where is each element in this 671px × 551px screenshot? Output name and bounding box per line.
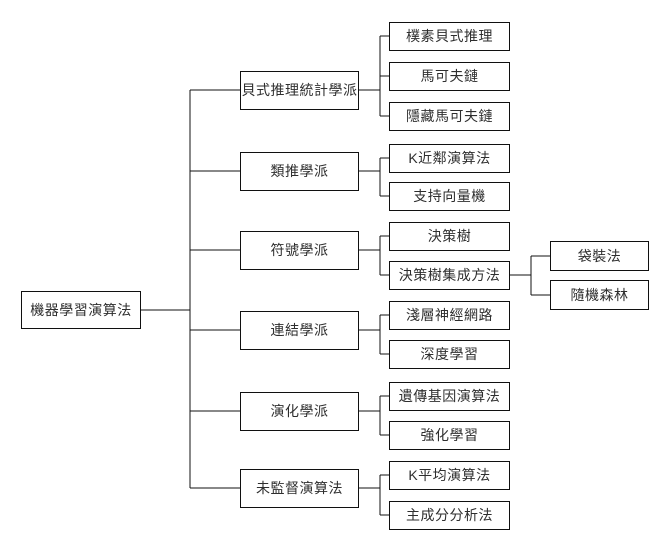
tree-node-l4: 袋裝法	[550, 241, 649, 271]
tree-node-l3: 決策樹	[389, 221, 510, 251]
tree-node-l2: 連結學派	[240, 310, 359, 350]
tree-node-l2: 貝式推理統計學派	[240, 70, 359, 110]
tree-node-l3: 隱藏馬可夫鏈	[389, 101, 510, 131]
connector-group	[359, 157, 389, 197]
tree-node-l3: K近鄰演算法	[389, 143, 510, 173]
tree-node-l2: 類推學派	[240, 151, 359, 191]
tree-node-l2: 未監督演算法	[240, 468, 359, 508]
connector-group	[359, 314, 389, 355]
tree-node-l3: K平均演算法	[389, 460, 510, 490]
tree-node-l3: 遺傳基因演算法	[389, 381, 510, 411]
connector-group	[359, 395, 389, 436]
tree-node-l3: 強化學習	[389, 420, 510, 450]
tree-node-l3: 樸素貝式推理	[389, 21, 510, 51]
tree-node-l3: 淺層神經網路	[389, 300, 510, 330]
tree-node-l3: 馬可夫鏈	[389, 61, 510, 91]
tree-node-l1: 機器學習演算法	[21, 291, 141, 329]
tree-node-l3: 決策樹集成方法	[389, 260, 510, 290]
tree-node-l2: 演化學派	[240, 391, 359, 431]
tree-node-l3: 主成分分析法	[389, 500, 510, 530]
connector-group	[510, 255, 550, 296]
tree-node-l4: 隨機森林	[550, 280, 649, 310]
tree-node-l3: 深度學習	[389, 339, 510, 369]
connector-group	[359, 235, 389, 276]
connector-group	[359, 35, 389, 117]
tree-node-l3: 支持向量機	[389, 181, 510, 211]
tree-node-l2: 符號學派	[240, 230, 359, 270]
connector-group	[359, 474, 389, 516]
connector-group	[141, 89, 240, 489]
